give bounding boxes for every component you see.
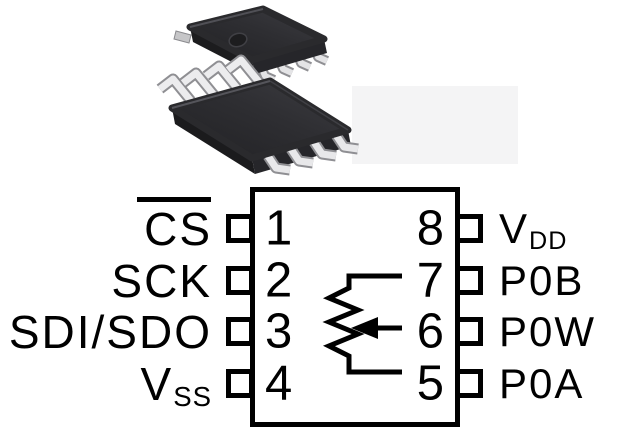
wiper-arrowhead (351, 317, 378, 339)
pin-pad-8 (455, 214, 483, 243)
pin-label-sdi-sdo-text: SDI/SDO (8, 306, 212, 358)
pin-number-5: 5 (416, 356, 444, 411)
pin-label-p0b-text: P0B (499, 257, 585, 304)
pin-number-8: 8 (416, 201, 444, 256)
cs-overline-bar (137, 197, 211, 202)
pin-pad-5 (455, 369, 483, 398)
pin-number-3: 3 (265, 304, 293, 359)
pin-number-7: 7 (416, 253, 444, 308)
pin-number-2: 2 (265, 253, 293, 308)
photo-backdrop (352, 86, 518, 164)
pin-number-6: 6 (416, 304, 444, 359)
pin-label-vss: VSS (140, 358, 213, 410)
chip-edge-highlight (171, 80, 271, 109)
pin-label-sdi-sdo: SDI/SDO (9, 309, 212, 355)
pin1-indicator-dot (228, 32, 248, 48)
pin-label-vdd-sub: DD (529, 226, 568, 255)
pin-label-vdd-text: V (499, 205, 530, 252)
pin-number-4: 4 (265, 356, 293, 411)
pin-pad-1 (226, 214, 254, 243)
pin-number-1: 1 (265, 201, 293, 256)
pin-label-cs: CS (144, 206, 212, 252)
pin-label-p0b: P0B (499, 260, 584, 302)
pin-label-cs-text: CS (144, 203, 212, 255)
resistor-zigzag (322, 273, 402, 375)
pin-label-p0w: P0W (499, 311, 596, 353)
chip-top-view (173, 5, 330, 85)
chip-bottom-leads-left (156, 54, 264, 105)
pin-pad-4 (226, 369, 254, 398)
pin-pad-3 (226, 317, 254, 346)
pin-pad-2 (226, 266, 254, 295)
pin-pad-7 (455, 266, 483, 295)
ic-outline-box (250, 187, 460, 427)
pin-label-p0a: P0A (499, 363, 584, 405)
pin-label-sck: SCK (111, 258, 212, 304)
pin-label-vdd: VDD (499, 205, 567, 254)
pin-label-p0a-text: P0A (499, 360, 585, 407)
chip-bottom-leads-right (263, 131, 359, 176)
pin-label-p0w-text: P0W (499, 308, 597, 355)
chip-side-face (252, 39, 327, 74)
chip-bottom-view (156, 54, 359, 176)
chip-edge-highlight (269, 80, 349, 131)
pin-label-vss-text: V (140, 358, 174, 410)
pin-label-sck-text: SCK (111, 255, 212, 307)
chip-edge-highlight (189, 8, 264, 28)
chip-lead-stub (173, 30, 192, 44)
pin-pad-6 (455, 317, 483, 346)
pin-label-vss-sub: SS (173, 381, 212, 413)
